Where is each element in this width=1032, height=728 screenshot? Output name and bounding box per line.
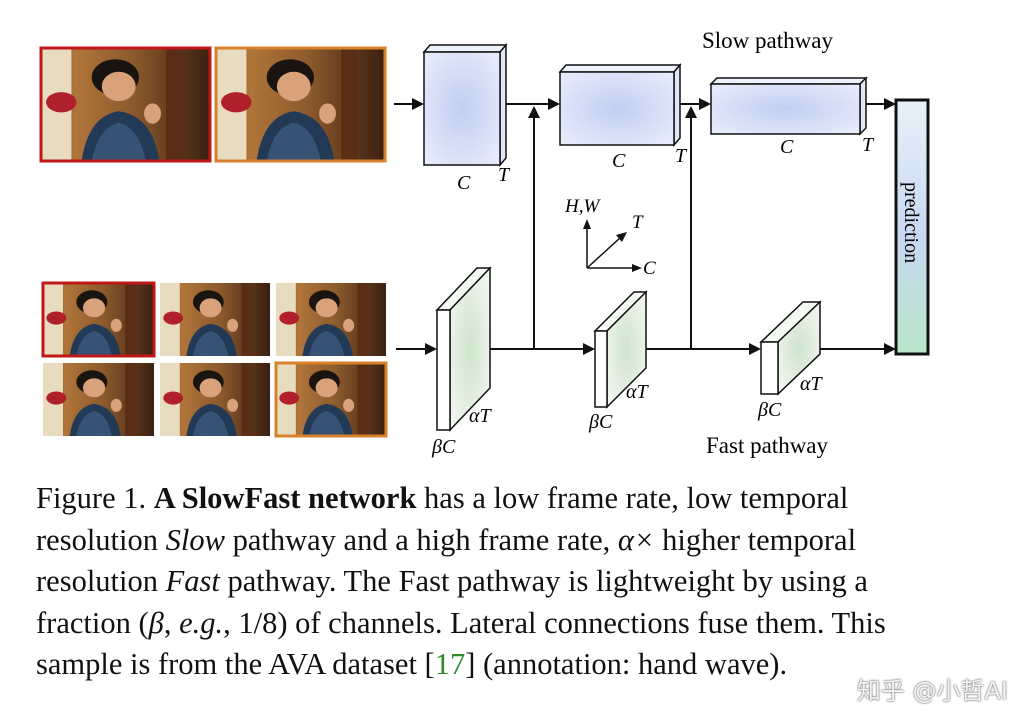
fast-block-2 — [593, 290, 648, 409]
slow-pathway-label: Slow pathway — [702, 28, 833, 53]
watermark: 知乎 @小哲AI — [856, 677, 1008, 705]
video-frame-thumbnail — [160, 283, 270, 356]
fast-block-3-c-label: βC — [757, 399, 782, 421]
frame-border-orange — [214, 46, 387, 163]
caption-text: , — [163, 605, 180, 640]
slow-block-1-c-label: C — [457, 172, 471, 194]
video-frame-thumbnail — [43, 363, 154, 436]
caption-slow-word: Slow — [165, 522, 225, 557]
fast-pathway-label: Fast pathway — [706, 433, 829, 458]
video-frame-thumbnail — [276, 283, 386, 356]
slow-block-2-c-label: C — [612, 150, 626, 172]
fast-block-3-t-label: αT — [800, 373, 823, 395]
citation-link[interactable]: 17 — [434, 647, 466, 681]
slow-block-1 — [422, 42, 508, 168]
slow-block-3 — [709, 76, 868, 136]
video-frame-thumbnail — [41, 48, 210, 161]
frame-border-red — [39, 46, 212, 163]
axis-c-label: C — [643, 258, 656, 279]
axis-t-label: T — [632, 212, 644, 233]
slow-block-3-t-label: T — [862, 134, 875, 156]
slow-block-3-c-label: C — [780, 136, 794, 158]
connections — [394, 98, 896, 355]
fast-block-3 — [759, 300, 822, 396]
frame-border-orange — [274, 361, 388, 438]
video-frame-thumbnail — [160, 363, 270, 436]
fast-block-1-c-label: βC — [431, 436, 456, 458]
prediction-label: prediction — [900, 182, 922, 263]
axis-indicator — [583, 219, 642, 272]
caption-text: pathway and a high frame rate, — [224, 522, 618, 557]
caption-title: A SlowFast network — [153, 481, 417, 515]
video-frame-thumbnail — [276, 363, 386, 436]
fast-block-1 — [435, 266, 492, 432]
caption-prefix: Figure 1. — [36, 481, 147, 515]
fast-input-frames — [41, 281, 388, 438]
caption-text: ] (annotation: hand wave). — [465, 647, 788, 681]
prediction-block — [894, 98, 930, 356]
caption-beta: β — [148, 605, 164, 640]
caption-alpha: α× — [617, 522, 655, 557]
frame-border-red — [41, 281, 156, 358]
caption-fast-word: Fast — [165, 564, 220, 598]
caption-text: has a low frame rate, low temporal resol… — [36, 481, 849, 557]
fast-block-2-c-label: βC — [588, 411, 613, 433]
caption-text: higher temporal resolution — [36, 522, 857, 599]
fast-block-2-t-label: αT — [626, 381, 649, 403]
fast-block-1-t-label: αT — [469, 405, 492, 427]
slow-block-1-t-label: T — [498, 164, 511, 186]
axis-hw-label: H,W — [564, 196, 601, 217]
caption-eg: e.g. — [179, 605, 224, 640]
video-frame-thumbnail — [216, 48, 385, 161]
video-frame-thumbnail — [43, 283, 154, 356]
slow-block-2-t-label: T — [675, 145, 688, 167]
slow-input-frames — [39, 46, 387, 163]
slowfast-diagram: Slow pathway Fast pathway prediction C T… — [39, 28, 930, 458]
caption-text: , 1/8) of channels. Lateral connections … — [36, 605, 886, 682]
figure-caption: Figure 1. A SlowFast network has a low f… — [36, 478, 966, 686]
caption-text: pathway. The Fast pathway is lightweight… — [36, 564, 868, 640]
slow-block-2 — [558, 62, 682, 148]
